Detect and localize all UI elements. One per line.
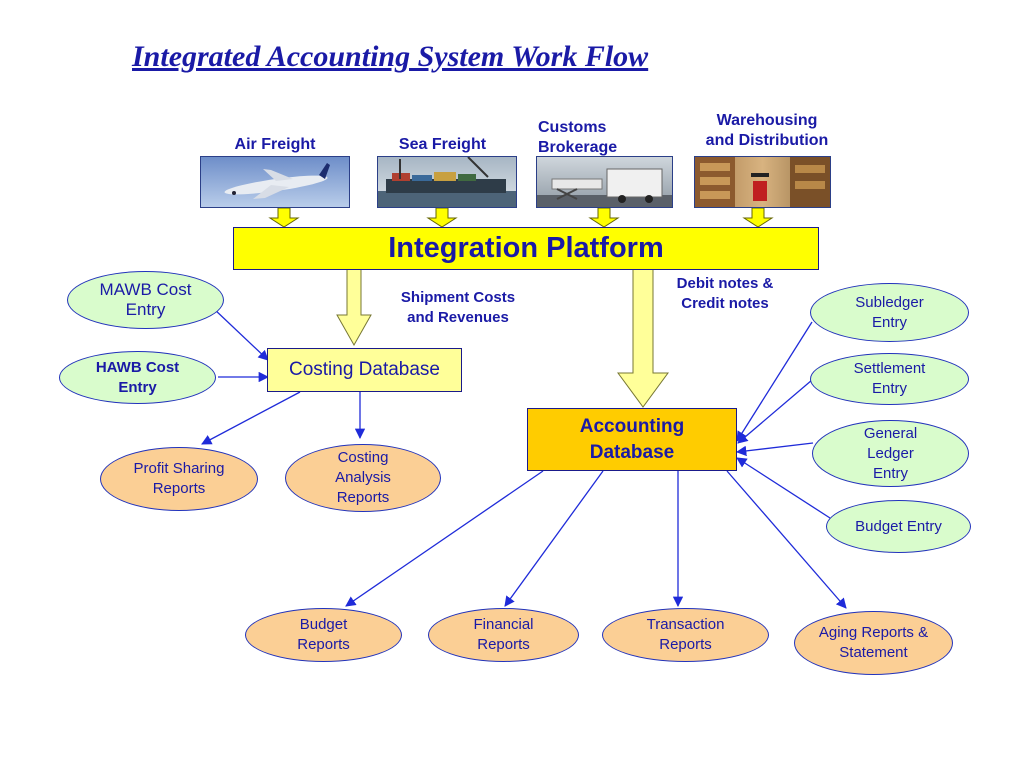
hawb-cost-entry: HAWB Cost Entry — [59, 351, 216, 404]
financial-reports: Financial Reports — [428, 608, 579, 662]
profit-sharing-connector — [201, 391, 301, 445]
integration-platform-box: Integration Platform — [233, 227, 819, 270]
financial-reports-connector — [504, 470, 604, 607]
transaction-reports: Transaction Reports — [602, 608, 769, 662]
budget-entry-connector — [736, 457, 831, 519]
subledger-entry: Subledger Entry — [810, 283, 969, 342]
warehousing-arrow — [742, 207, 774, 228]
general-ledger-entry: General Ledger Entry — [812, 420, 969, 487]
aging-reports-statement: Aging Reports & Statement — [794, 611, 953, 675]
costing-analysis-reports: Costing Analysis Reports — [285, 444, 441, 512]
settlement-entry: Settlement Entry — [810, 353, 969, 405]
mawb-cost-entry: MAWB Cost Entry — [67, 271, 224, 329]
customs-truck-photo — [536, 156, 673, 208]
customs-arrow — [588, 207, 620, 228]
container-ship-photo — [377, 156, 517, 208]
budget-reports-connector — [345, 470, 544, 607]
budget-reports: Budget Reports — [245, 608, 402, 662]
air-freight-label: Air Freight — [234, 136, 316, 153]
sea-freight-label: Sea Freight — [398, 136, 487, 153]
aging-reports-connector — [726, 470, 847, 609]
airplane-photo — [200, 156, 350, 208]
accounting-database-box: Accounting Database — [527, 408, 737, 471]
mawb-connector — [212, 307, 269, 361]
warehousing-label: Warehousing and Distribution — [705, 112, 829, 149]
profit-sharing-reports: Profit Sharing Reports — [100, 447, 258, 511]
general-ledger-connector — [735, 442, 814, 457]
settlement-connector — [737, 379, 813, 444]
platform-to-accounting-arrow — [617, 268, 669, 408]
sea-freight-arrow — [426, 207, 458, 228]
page-title: Integrated Accounting System Work Flow — [132, 40, 649, 73]
air-freight-arrow — [268, 207, 300, 228]
shipment-costs-label: Shipment Costs and Revenues — [400, 289, 516, 326]
subledger-connector — [736, 321, 813, 442]
warehouse-photo — [694, 156, 831, 208]
costing-database-box: Costing Database — [267, 348, 462, 392]
customs-brokerage-label: Customs Brokerage — [538, 119, 618, 156]
source-arrows — [268, 207, 774, 228]
budget-entry: Budget Entry — [826, 500, 971, 553]
debit-credit-notes-label: Debit notes & Credit notes — [676, 275, 774, 312]
platform-to-costing-arrow — [336, 268, 372, 347]
